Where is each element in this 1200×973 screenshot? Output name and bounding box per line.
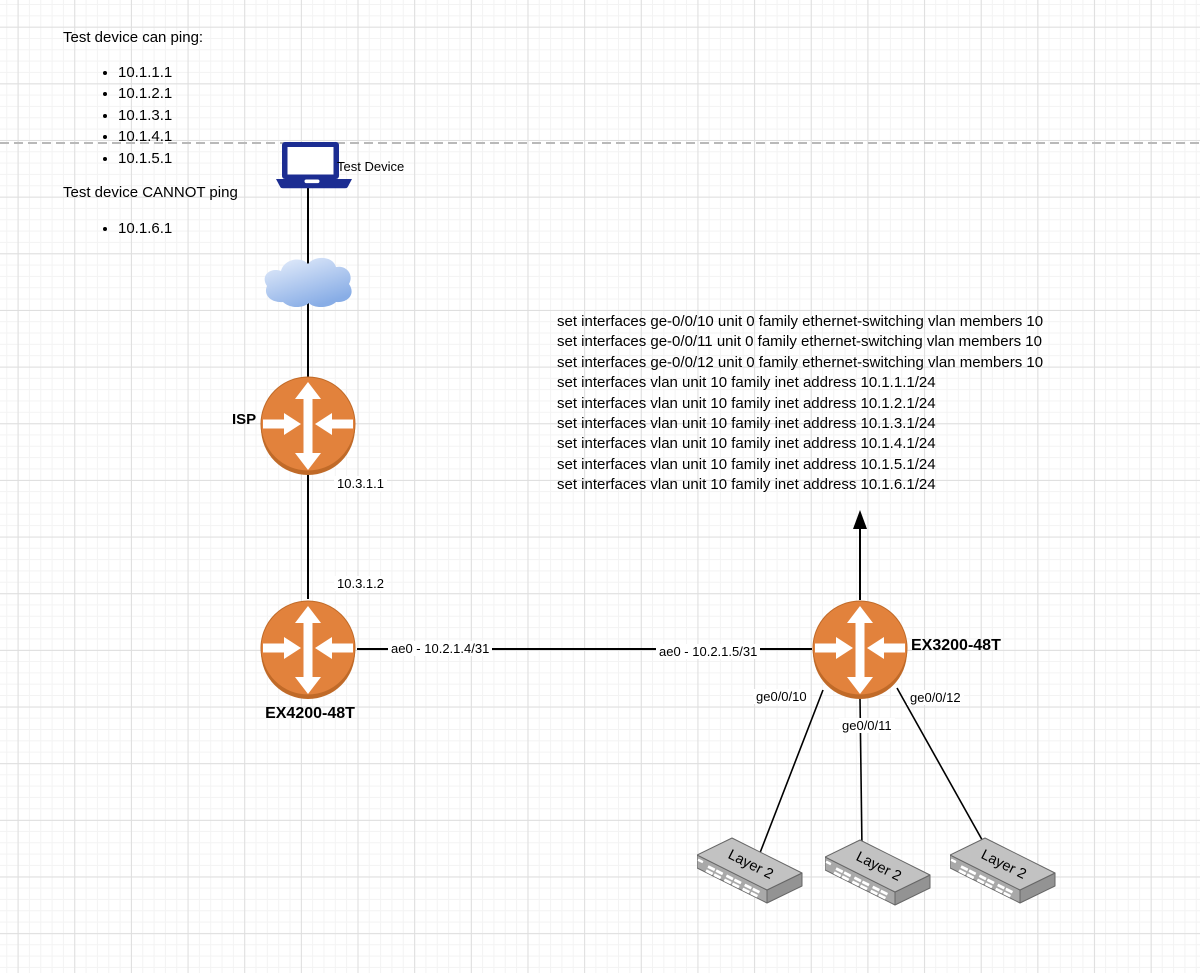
page-break-divider <box>0 142 1200 144</box>
can-ping-item: 10.1.4.1 <box>118 126 172 147</box>
can-ping-item: 10.1.3.1 <box>118 105 172 126</box>
router-vertical-arrows-icon <box>295 382 321 470</box>
ge-0-0-12-label[interactable]: ge0/0/12 <box>907 690 964 705</box>
isp-interface-ip-label[interactable]: 10.3.1.1 <box>334 476 387 491</box>
switch-ports <box>825 860 888 900</box>
link-ex3200-switch3[interactable] <box>896 687 986 846</box>
layer2-switch1-icon[interactable]: Layer 2 <box>697 837 804 905</box>
config-line: set interfaces vlan unit 10 family inet … <box>557 455 936 473</box>
can-ping-item: 10.1.5.1 <box>118 148 172 169</box>
layer2-switch3-icon[interactable]: Layer 2 <box>950 837 1057 905</box>
ex4200-interface-ip-label[interactable]: 10.3.1.2 <box>334 576 387 591</box>
router-right-arrow-icon <box>315 637 353 659</box>
ex3200-label[interactable]: EX3200-48T <box>911 637 1001 654</box>
can-ping-title: Test device can ping: <box>63 29 204 46</box>
switch-top-face <box>825 839 931 893</box>
router-left-arrow-icon <box>815 637 853 659</box>
ae0-left-label[interactable]: ae0 - 10.2.1.4/31 <box>388 641 493 656</box>
cannot-ping-list: 10.1.6.1 <box>63 218 172 239</box>
config-line: set interfaces vlan unit 10 family inet … <box>557 415 936 433</box>
router-vertical-arrows-icon <box>847 606 873 694</box>
config-line: set interfaces ge-0/0/10 unit 0 family e… <box>557 313 1044 330</box>
laptop-screen-inner <box>287 147 334 175</box>
router-left-arrow-icon <box>263 413 301 435</box>
can-ping-item: 10.1.1.1 <box>118 62 172 83</box>
switch-ports <box>950 858 1013 898</box>
cloud-shape <box>264 257 352 308</box>
config-line: set interfaces ge-0/0/12 unit 0 family e… <box>557 353 1044 371</box>
config-line: set interfaces ge-0/0/11 unit 0 family e… <box>557 333 1042 351</box>
switch-ports <box>697 858 760 898</box>
test-device-label[interactable]: Test Device <box>337 159 405 174</box>
router-right-arrow-icon <box>867 637 905 659</box>
link-ex3200-switch1[interactable] <box>757 689 824 859</box>
laptop-base <box>276 179 352 189</box>
router-left-arrow-icon <box>263 637 301 659</box>
router-ex4200-icon[interactable] <box>258 598 358 702</box>
config-line: set interfaces vlan unit 10 family inet … <box>557 476 936 494</box>
ge-0-0-10-label[interactable]: ge0/0/10 <box>753 689 810 704</box>
config-line: set interfaces vlan unit 10 family inet … <box>557 374 936 392</box>
can-ping-list: 10.1.1.1 10.1.2.1 10.1.3.1 10.1.4.1 10.1… <box>63 62 172 169</box>
cannot-ping-item: 10.1.6.1 <box>118 218 172 239</box>
switch-top-face <box>697 837 803 891</box>
isp-label[interactable]: ISP <box>232 411 257 428</box>
cloud-icon[interactable] <box>262 250 354 310</box>
laptop-icon[interactable] <box>275 140 353 190</box>
config-line: set interfaces vlan unit 10 family inet … <box>557 435 936 453</box>
uplink-arrowhead-icon <box>853 510 867 529</box>
can-ping-item: 10.1.2.1 <box>118 83 172 104</box>
ge-0-0-11-label[interactable]: ge0/0/11 <box>839 718 895 733</box>
layer2-switch2-icon[interactable]: Layer 2 <box>825 839 932 907</box>
switch-top-face <box>950 837 1056 891</box>
config-commands-block[interactable]: set interfaces ge-0/0/10 unit 0 family e… <box>557 312 1043 496</box>
ae0-right-label[interactable]: ae0 - 10.2.1.5/31 <box>656 644 761 659</box>
config-line: set interfaces vlan unit 10 family inet … <box>557 394 936 412</box>
router-vertical-arrows-icon <box>295 606 321 694</box>
ex4200-label[interactable]: EX4200-48T <box>265 705 355 722</box>
router-ex3200-icon[interactable] <box>810 598 910 702</box>
cannot-ping-title: Test device CANNOT ping <box>63 184 238 201</box>
router-isp-icon[interactable] <box>258 374 358 478</box>
router-right-arrow-icon <box>315 413 353 435</box>
laptop-notch <box>304 179 320 184</box>
